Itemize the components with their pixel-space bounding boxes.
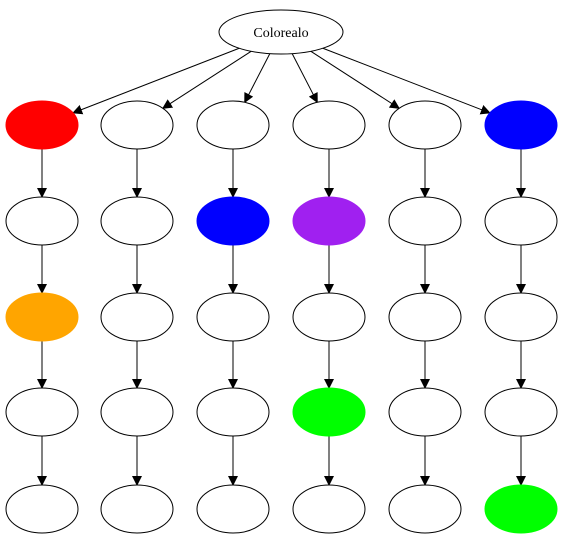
column-4-node-5 bbox=[292, 484, 366, 534]
column-6-node-3 bbox=[484, 292, 558, 342]
root-node-label: Colorealo bbox=[253, 26, 308, 41]
column-3-node-4 bbox=[196, 387, 270, 437]
column-1-node-2 bbox=[5, 196, 79, 246]
edge-root-to-column-1 bbox=[72, 47, 240, 115]
column-6-node-2 bbox=[484, 196, 558, 246]
edge-root-to-column-6 bbox=[322, 47, 491, 115]
edge-root-to-column-5 bbox=[310, 50, 400, 109]
column-2-node-1 bbox=[100, 100, 174, 150]
column-2-node-5 bbox=[100, 484, 174, 534]
column-5-node-4 bbox=[388, 387, 462, 437]
root-node: Colorealo bbox=[218, 9, 344, 55]
column-5-node-3 bbox=[388, 292, 462, 342]
column-2-node-4 bbox=[100, 387, 174, 437]
column-6-node-1 bbox=[484, 100, 558, 150]
column-6-node-5 bbox=[484, 484, 558, 534]
column-5-node-5 bbox=[388, 484, 462, 534]
root-node-shape bbox=[218, 9, 344, 55]
column-2-node-2 bbox=[100, 196, 174, 246]
column-1-node-3 bbox=[5, 292, 79, 342]
column-4-node-4 bbox=[292, 387, 366, 437]
edge-root-to-column-2 bbox=[162, 50, 252, 109]
edges-layer bbox=[37, 47, 526, 486]
edge-root-to-column-3 bbox=[244, 53, 271, 104]
column-5-node-1 bbox=[388, 100, 462, 150]
column-6-node-4 bbox=[484, 387, 558, 437]
column-1-node-5 bbox=[5, 484, 79, 534]
edge-root-to-column-4 bbox=[291, 53, 318, 104]
column-1-node-4 bbox=[5, 387, 79, 437]
column-5-node-2 bbox=[388, 196, 462, 246]
column-3-node-5 bbox=[196, 484, 270, 534]
column-4-node-2 bbox=[292, 196, 366, 246]
column-3-node-1 bbox=[196, 100, 270, 150]
column-3-node-3 bbox=[196, 292, 270, 342]
column-1-node-1 bbox=[5, 100, 79, 150]
column-4-node-1 bbox=[292, 100, 366, 150]
column-3-node-2 bbox=[196, 196, 270, 246]
nodes-layer: Colorealo bbox=[5, 9, 558, 534]
column-2-node-3 bbox=[100, 292, 174, 342]
column-4-node-3 bbox=[292, 292, 366, 342]
